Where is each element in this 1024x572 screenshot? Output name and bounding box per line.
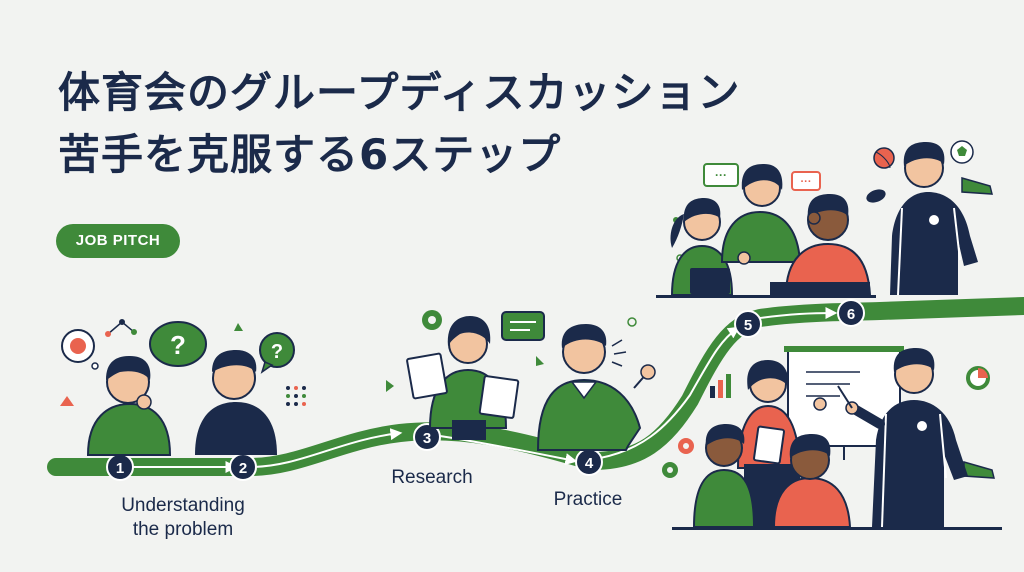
dots-icon <box>286 386 306 406</box>
brain-bubble-icon <box>61 329 99 370</box>
step-label-practice: Practice <box>553 489 623 510</box>
person-thinking-1 <box>86 356 172 456</box>
title-line-1: 体育会のグループディスカッション <box>58 68 741 117</box>
sneaker-icon <box>961 177 993 195</box>
step-number: 3 <box>423 430 431 447</box>
speech-bubble-icon: ··· <box>791 171 821 191</box>
question-mark: ? <box>271 341 283 363</box>
step-marker-4: 4 <box>575 448 603 476</box>
chat-bubble-icon <box>501 311 545 341</box>
soccer-ball-icon <box>950 140 974 164</box>
circle-icon <box>627 317 637 327</box>
step-marker-2: 2 <box>229 453 257 481</box>
job-pitch-badge: JOB PITCH <box>56 224 180 258</box>
presentation-group <box>662 346 1002 530</box>
gear-icon <box>422 310 442 330</box>
triangle-icon <box>60 396 74 406</box>
question-bubble-icon: ? <box>149 321 207 367</box>
step-number: 5 <box>744 317 752 334</box>
step-label-understanding: Understanding the problem <box>121 495 245 540</box>
ellipsis: ··· <box>801 176 812 188</box>
step-marker-6: 6 <box>837 299 865 327</box>
gear-icon <box>662 438 694 478</box>
triangle-icon <box>234 323 243 331</box>
emphasis-lines-icon <box>611 339 627 367</box>
ellipsis: ··· <box>715 168 727 182</box>
step-number: 2 <box>239 460 247 477</box>
research-person <box>386 310 545 440</box>
step-number: 4 <box>585 455 594 472</box>
step-number: 6 <box>847 306 855 323</box>
triangle-icon <box>386 380 394 392</box>
sneaker-icon <box>963 461 995 479</box>
pie-chart-icon <box>966 366 990 390</box>
thinking-group: ? ? <box>60 319 306 456</box>
step-marker-3: 3 <box>413 423 441 451</box>
bar-chart-icon <box>710 374 731 398</box>
step-marker-5: 5 <box>734 310 762 338</box>
step-label-research: Research <box>391 467 473 488</box>
question-bubble-small-icon: ? <box>259 332 295 374</box>
page-title: 体育会のグループディスカッション 苦手を克服する6ステップ <box>58 62 741 186</box>
football-icon <box>866 189 886 203</box>
whiteboard-icon <box>784 346 904 460</box>
triangle-icon <box>536 356 544 366</box>
step-number: 1 <box>116 460 124 477</box>
person-thinking-2 <box>195 350 277 455</box>
question-mark: ? <box>170 330 186 360</box>
title-line-2: 苦手を克服する6ステップ <box>58 130 562 179</box>
network-icon <box>105 319 137 337</box>
practice-person <box>536 317 656 451</box>
step-marker-1: 1 <box>106 453 134 481</box>
discussion-group: ··· ··· <box>656 140 993 298</box>
speech-bubble-icon: ··· <box>703 163 739 187</box>
volleyball-icon <box>873 147 895 169</box>
